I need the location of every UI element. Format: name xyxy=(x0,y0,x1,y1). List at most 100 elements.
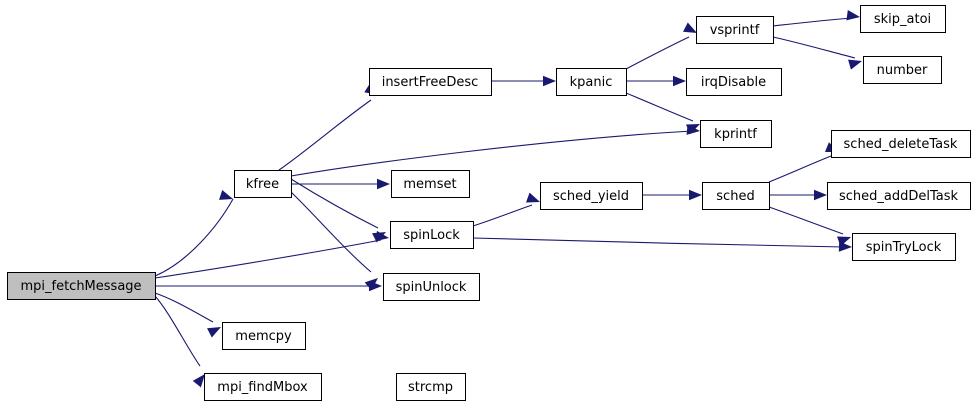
graph-node-mpi_findMbox[interactable]: mpi_findMbox xyxy=(204,373,322,401)
graph-node-spinTryLock[interactable]: spinTryLock xyxy=(852,233,956,261)
graph-node-memset[interactable]: memset xyxy=(391,170,470,198)
node-label: irqDisable xyxy=(701,75,766,90)
arrowhead-icon xyxy=(673,75,686,87)
node-label: mpi_fetchMessage xyxy=(20,279,141,294)
graph-node-number[interactable]: number xyxy=(863,56,942,84)
arrowhead-icon xyxy=(683,22,697,33)
arrowhead-icon xyxy=(192,374,205,388)
edge-kpanic-to-vsprintf xyxy=(625,22,697,70)
graph-node-kfree[interactable]: kfree xyxy=(234,170,292,198)
nodes-layer: mpi_fetchMessage kfree insertFreeDesc memse… xyxy=(7,5,971,401)
node-box[interactable] xyxy=(863,56,942,84)
edge-line xyxy=(290,178,379,229)
node-box[interactable] xyxy=(369,68,492,96)
graph-node-irqDisable[interactable]: irqDisable xyxy=(686,68,782,96)
node-box[interactable] xyxy=(390,221,474,249)
node-label: kprintf xyxy=(714,127,757,142)
node-label: sched_addDelTask xyxy=(839,189,959,204)
graph-node-strcmp[interactable]: strcmp xyxy=(396,373,466,401)
edge-mpi_fetchMessage-to-memcpy xyxy=(154,292,221,338)
edge-line xyxy=(472,204,533,227)
node-box[interactable] xyxy=(7,272,156,300)
edge-kfree-to-kprintf xyxy=(290,124,700,177)
edge-line xyxy=(290,191,372,273)
arrowhead-icon xyxy=(219,190,233,200)
node-label: memset xyxy=(403,177,456,192)
graph-node-mpi_fetchMessage[interactable]: mpi_fetchMessage xyxy=(7,272,156,300)
arrowhead-icon xyxy=(846,10,860,21)
node-label: sched xyxy=(716,189,754,204)
edge-line xyxy=(154,198,234,277)
node-box[interactable] xyxy=(391,170,470,198)
graph-node-sched_deleteTask[interactable]: sched_deleteTask xyxy=(831,130,971,158)
node-box[interactable] xyxy=(852,233,956,261)
node-label: number xyxy=(877,63,928,78)
edge-sched_yield-to-sched xyxy=(642,189,702,201)
node-box[interactable] xyxy=(383,273,480,301)
graph-node-insertFreeDesc[interactable]: insertFreeDesc xyxy=(369,68,492,96)
node-box[interactable] xyxy=(686,68,782,96)
edge-line xyxy=(772,17,853,27)
node-label: sched_deleteTask xyxy=(844,137,958,152)
arrowhead-icon xyxy=(377,178,390,190)
edge-sched-to-spinTryLock xyxy=(768,206,851,247)
arrowhead-icon xyxy=(372,232,386,243)
node-label: vsprintf xyxy=(710,23,760,38)
edge-kfree-to-spinLock xyxy=(290,178,386,243)
graph-node-vsprintf[interactable]: vsprintf xyxy=(696,16,774,44)
arrowhead-icon xyxy=(848,59,862,70)
node-label: memcpy xyxy=(235,329,292,344)
graph-node-spinLock[interactable]: spinLock xyxy=(390,221,474,249)
edge-mpi_fetchMessage-to-spinUnlock xyxy=(154,280,382,292)
graph-node-kprintf[interactable]: kprintf xyxy=(700,120,772,148)
graph-node-kpanic[interactable]: kpanic xyxy=(556,68,627,96)
graph-node-sched_addDelTask[interactable]: sched_addDelTask xyxy=(827,182,971,210)
edge-line xyxy=(625,36,690,70)
node-box[interactable] xyxy=(556,68,627,96)
edge-vsprintf-to-skip_atoi xyxy=(772,10,860,27)
node-box[interactable] xyxy=(831,130,971,158)
edge-kpanic-to-irqDisable xyxy=(626,75,686,87)
graph-node-skip_atoi[interactable]: skip_atoi xyxy=(860,5,946,33)
arrowhead-icon xyxy=(207,327,221,338)
arrowhead-icon xyxy=(543,75,556,87)
node-label: kfree xyxy=(246,177,279,192)
edge-line xyxy=(154,292,214,323)
node-label: mpi_findMbox xyxy=(217,380,308,395)
node-label: spinLock xyxy=(403,228,460,243)
edge-spinLock-to-sched_yield xyxy=(472,192,540,227)
graph-node-sched_yield[interactable]: sched_yield xyxy=(540,182,643,210)
node-box[interactable] xyxy=(700,120,772,148)
node-box[interactable] xyxy=(222,322,306,350)
node-box[interactable] xyxy=(396,373,466,401)
edge-line xyxy=(768,206,844,235)
graph-node-sched[interactable]: sched xyxy=(702,182,770,210)
edge-line xyxy=(768,155,832,183)
node-label: sched_yield xyxy=(553,189,629,204)
edge-line xyxy=(278,99,372,171)
edge-mpi_fetchMessage-to-mpi_findMbox xyxy=(154,295,205,388)
edge-kfree-to-memset xyxy=(291,178,390,190)
edge-line xyxy=(290,130,693,177)
arrowhead-icon xyxy=(526,192,540,203)
graph-node-spinUnlock[interactable]: spinUnlock xyxy=(383,273,480,301)
edge-vsprintf-to-number xyxy=(772,36,862,70)
arrowhead-icon xyxy=(686,124,700,135)
edge-sched-to-sched_deleteTask xyxy=(768,142,839,183)
node-label: spinUnlock xyxy=(396,280,467,295)
edge-line xyxy=(625,92,694,122)
edge-spinLock-to-spinTryLock xyxy=(472,237,852,252)
node-box[interactable] xyxy=(540,182,643,210)
graph-node-memcpy[interactable]: memcpy xyxy=(222,322,306,350)
node-box[interactable] xyxy=(696,16,774,44)
node-box[interactable] xyxy=(702,182,770,210)
node-label: kpanic xyxy=(570,75,613,90)
node-box[interactable] xyxy=(860,5,946,33)
node-label: insertFreeDesc xyxy=(382,75,479,90)
node-box[interactable] xyxy=(204,373,322,401)
node-box[interactable] xyxy=(827,182,971,210)
node-box[interactable] xyxy=(234,170,292,198)
edge-mpi_fetchMessage-to-spinLock xyxy=(154,230,389,279)
